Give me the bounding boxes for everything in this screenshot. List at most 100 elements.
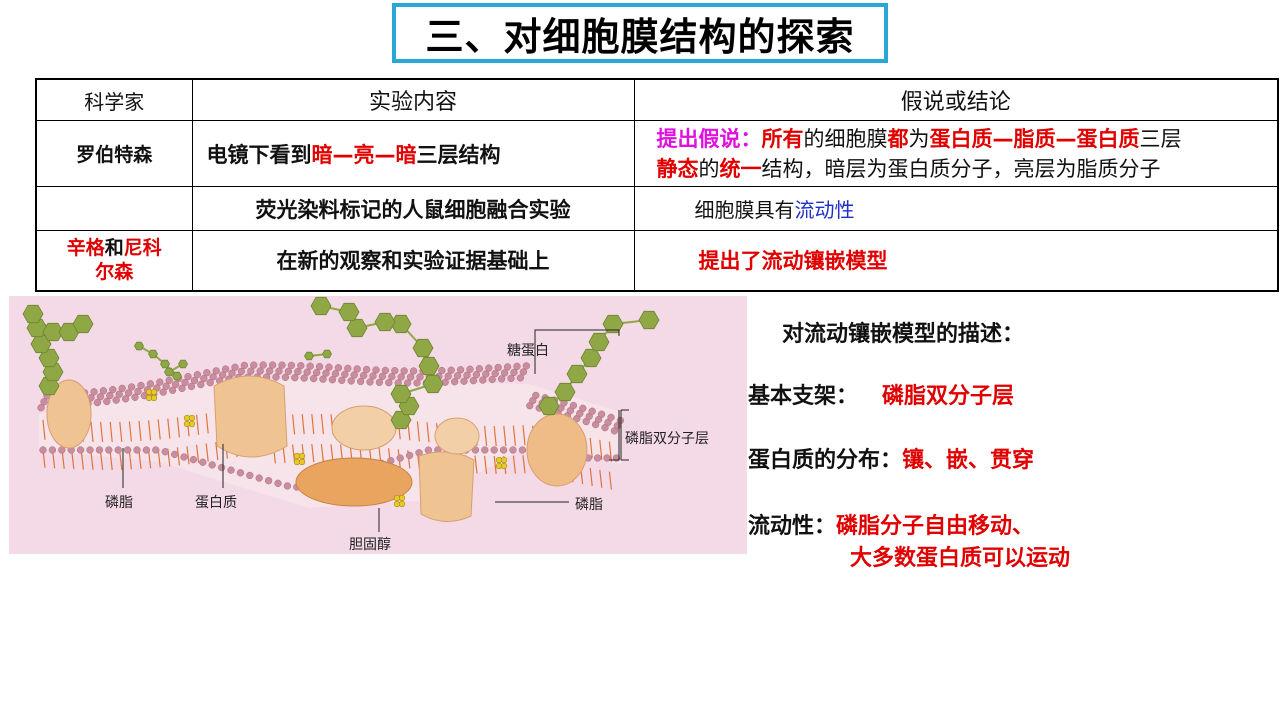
phospholipid-head bbox=[353, 365, 361, 373]
phospholipid-head bbox=[522, 362, 531, 370]
lipid-tail bbox=[301, 444, 305, 463]
phospholipid-head bbox=[40, 398, 48, 406]
phospholipid-head bbox=[510, 368, 518, 377]
sugar-unit bbox=[390, 384, 412, 404]
phospholipid-head bbox=[227, 466, 235, 474]
phospholipid-head bbox=[105, 446, 113, 454]
phospholipid-head bbox=[294, 368, 302, 376]
phospholipid-head bbox=[569, 401, 578, 410]
phospholipid-head bbox=[396, 454, 404, 462]
conclusion-line-2: 静态的统一结构，暗层为蛋白质分子，亮层为脂质分子 bbox=[657, 154, 1272, 184]
phospholipid-head bbox=[532, 391, 540, 400]
phospholipid-head bbox=[178, 384, 186, 393]
sugar-unit bbox=[172, 371, 182, 381]
phospholipid-head bbox=[112, 396, 120, 404]
phospholipid-head bbox=[603, 454, 611, 462]
phospholipid-head bbox=[106, 391, 114, 400]
header-content: 实验内容 bbox=[191, 78, 635, 121]
phospholipid-head bbox=[247, 367, 255, 375]
phospholipid-head bbox=[170, 450, 179, 459]
phospholipid-head bbox=[152, 446, 160, 454]
lipid-tail bbox=[196, 414, 200, 435]
phospholipid-head bbox=[275, 367, 283, 375]
phospholipid-head bbox=[519, 368, 528, 376]
phospholipid-head bbox=[447, 366, 455, 374]
phospholipid-head bbox=[297, 362, 305, 370]
label-phospholipid-left: 磷脂 bbox=[105, 495, 133, 511]
description-item: 基本支架：磷脂双分子层 bbox=[748, 378, 1014, 410]
phospholipid-head bbox=[199, 458, 207, 466]
phospholipid-head bbox=[159, 388, 167, 396]
protein-glyco bbox=[526, 413, 588, 487]
text-black: 结构，暗层为蛋白质分子，亮层为脂质分子 bbox=[761, 156, 1161, 181]
phospholipid-head bbox=[212, 367, 220, 375]
text-red: 统一 bbox=[719, 156, 762, 181]
lipid-tail bbox=[416, 421, 420, 442]
scientist-cell: 辛格和尼科尔森 bbox=[35, 230, 193, 291]
lipid-tail bbox=[119, 451, 123, 470]
phospholipid-head bbox=[137, 381, 145, 390]
lipid-tail bbox=[109, 421, 113, 443]
phospholipid-head bbox=[607, 413, 615, 422]
lipid-tail bbox=[589, 467, 593, 486]
phospholipid-head bbox=[453, 372, 462, 380]
header-scientist: 科学家 bbox=[35, 78, 193, 121]
phospholipid-head bbox=[156, 378, 164, 386]
page-title: 三、对细胞膜结构的探索 bbox=[392, 3, 888, 63]
lipid-tail bbox=[320, 413, 324, 435]
phospholipid-head bbox=[516, 374, 525, 382]
text-black: 的 bbox=[698, 156, 720, 181]
sugar-unit bbox=[346, 318, 368, 338]
phospholipid-head bbox=[274, 479, 282, 487]
phospholipid-head bbox=[391, 367, 399, 375]
phospholipid-head bbox=[490, 446, 498, 454]
lipid-tail bbox=[90, 421, 94, 442]
cholesterol bbox=[188, 420, 196, 428]
label-phospholipid-right: 磷脂 bbox=[575, 497, 603, 513]
phospholipid-head bbox=[206, 379, 214, 387]
sugar-unit bbox=[160, 359, 170, 369]
lipid-tail bbox=[426, 422, 430, 443]
leader-line bbox=[609, 410, 620, 461]
phospholipid-head bbox=[256, 367, 264, 375]
phospholipid-head bbox=[291, 374, 299, 382]
phospholipid-head bbox=[366, 378, 374, 386]
sugar-unit bbox=[42, 362, 64, 382]
text-black: 和 bbox=[104, 237, 124, 260]
lipid-tail bbox=[176, 417, 180, 438]
lipid-tail bbox=[157, 419, 161, 440]
table-row: 辛格和尼科尔森 在新的观察和实验证据基础上 提出了流动镶嵌模型 bbox=[35, 230, 1279, 291]
phospholipid-head bbox=[246, 471, 254, 480]
description-heading: 对流动镶嵌模型的描述： bbox=[782, 322, 1025, 347]
lipid-tail bbox=[100, 451, 104, 471]
lipid-tail bbox=[522, 425, 526, 446]
phospholipid-head bbox=[350, 371, 358, 379]
phospholipid-head bbox=[344, 364, 352, 372]
sugar-unit bbox=[310, 296, 332, 316]
phospholipid-head bbox=[165, 376, 173, 384]
description-key: 基本支架： bbox=[748, 384, 859, 409]
phospholipid-head bbox=[162, 382, 170, 390]
phospholipid-head bbox=[309, 374, 318, 383]
sugar-unit bbox=[72, 314, 94, 334]
cholesterol bbox=[500, 456, 508, 464]
experiment-table: 科学家 实验内容 假说或结论 罗伯特森 电镜下看到暗—亮—暗三层结构 提出假说：… bbox=[35, 78, 1279, 292]
sugar-unit bbox=[374, 312, 396, 332]
cholesterol bbox=[500, 462, 508, 470]
description-item: 流动性：磷脂分子自由移动、 bbox=[748, 508, 1034, 540]
phospholipid-head bbox=[479, 376, 487, 384]
phospholipid-head bbox=[325, 363, 333, 371]
cholesterol bbox=[298, 458, 306, 466]
phospholipid-head bbox=[485, 364, 493, 372]
lipid-tail bbox=[148, 450, 152, 469]
sugar-unit bbox=[338, 302, 360, 322]
phospholipid-head bbox=[171, 380, 180, 389]
lipid-tail bbox=[589, 437, 593, 458]
protein-transmembrane bbox=[418, 451, 475, 522]
phospholipid-head bbox=[334, 364, 343, 372]
phospholipid-head bbox=[133, 446, 141, 454]
phospholipid-head bbox=[181, 378, 189, 387]
text-black: 为 bbox=[908, 126, 930, 151]
fluid-mosaic-diagram: 糖蛋白 磷脂双分子层 磷脂 蛋白质 磷脂 胆固醇 bbox=[9, 296, 747, 554]
lipid-tail bbox=[205, 413, 209, 434]
